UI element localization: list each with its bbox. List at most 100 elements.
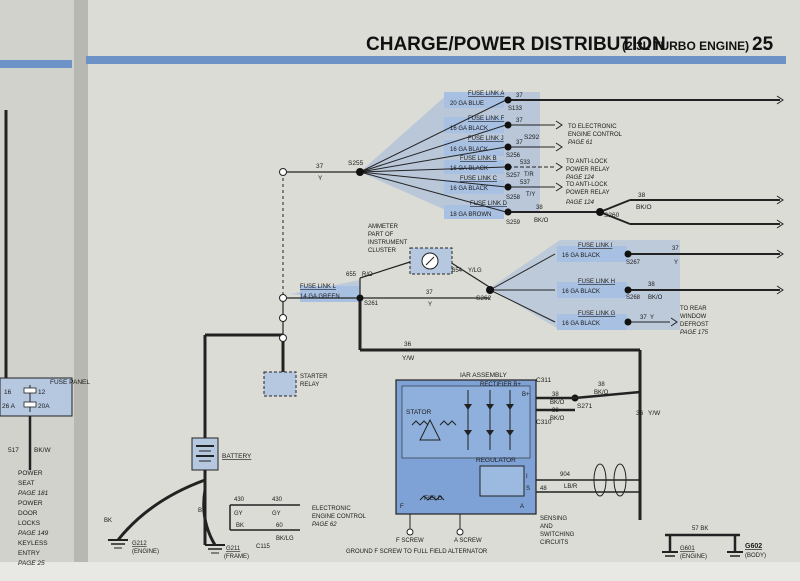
fuse-20a: 20A	[38, 403, 50, 410]
svg-text:37: 37	[426, 290, 433, 296]
fuse-panel-box	[0, 377, 73, 417]
svg-text:PART OF: PART OF	[368, 232, 394, 238]
wire-517-color: BK/W	[34, 447, 51, 454]
svg-text:37: 37	[316, 163, 324, 170]
svg-text:G602: G602	[745, 543, 762, 550]
svg-text:REGULATOR: REGULATOR	[476, 457, 516, 464]
svg-text:F SCREW: F SCREW	[396, 538, 424, 544]
splice-s260	[596, 208, 604, 216]
svg-text:S257: S257	[506, 173, 521, 179]
page-bottom-edge	[0, 562, 800, 581]
svg-text:(BODY): (BODY)	[745, 553, 766, 559]
svg-text:537: 537	[520, 180, 531, 186]
svg-text:INSTRUMENT: INSTRUMENT	[368, 240, 408, 246]
svg-text:BK/O: BK/O	[550, 416, 565, 422]
svg-text:IAR ASSEMBLY: IAR ASSEMBLY	[460, 372, 508, 379]
svg-text:16 GA BLACK: 16 GA BLACK	[562, 253, 600, 259]
svg-text:G211: G211	[226, 546, 241, 552]
svg-text:FUSE LINK H: FUSE LINK H	[578, 279, 615, 285]
svg-text:FUSE LINK F: FUSE LINK F	[468, 116, 505, 122]
svg-text:GY: GY	[234, 511, 243, 517]
fuse-link-labels: FUSE LINK A 20 GA BLUE S133 37 FUSE LINK…	[300, 91, 679, 327]
svg-text:TO ANTI-LOCK: TO ANTI-LOCK	[566, 182, 608, 188]
splice-labels: S292 S255 S260 S262 S271 37 Y 38 BK/O	[316, 134, 652, 410]
svg-text:C115: C115	[256, 544, 271, 550]
svg-text:16 GA BLACK: 16 GA BLACK	[450, 126, 488, 132]
svg-text:654: 654	[452, 268, 463, 274]
svg-text:16 GA BLACK: 16 GA BLACK	[450, 147, 488, 153]
svg-text:ENTRY: ENTRY	[18, 550, 41, 557]
svg-text:AND: AND	[540, 524, 553, 530]
svg-text:FUSE LINK B: FUSE LINK B	[460, 156, 497, 162]
svg-text:B+: B+	[522, 392, 530, 398]
svg-text:FUSE LINK J: FUSE LINK J	[468, 136, 504, 142]
svg-text:(ENGINE): (ENGINE)	[132, 549, 159, 555]
svg-text:904: 904	[560, 472, 571, 478]
svg-text:S: S	[526, 486, 530, 492]
svg-text:37: 37	[672, 246, 679, 252]
book-spine	[74, 0, 88, 581]
svg-text:C311: C311	[536, 377, 551, 384]
svg-text:PAGE 181: PAGE 181	[18, 490, 49, 497]
svg-text:S267: S267	[626, 260, 641, 266]
svg-text:60: 60	[276, 523, 283, 529]
svg-text:37: 37	[640, 315, 647, 321]
svg-text:S261: S261	[364, 301, 379, 307]
svg-text:(ENGINE): (ENGINE)	[680, 554, 707, 560]
svg-text:S259: S259	[506, 220, 521, 226]
svg-text:20 GA BLUE: 20 GA BLUE	[450, 101, 484, 107]
svg-text:57 BK: 57 BK	[692, 526, 708, 532]
svg-text:DOOR: DOOR	[18, 510, 38, 517]
svg-text:G212: G212	[132, 541, 147, 547]
svg-text:PAGE 62: PAGE 62	[312, 522, 337, 528]
left-page-wiring	[0, 110, 73, 470]
svg-text:STATOR: STATOR	[406, 409, 432, 416]
svg-text:BK/O: BK/O	[550, 400, 565, 406]
wire-36b: 36	[636, 410, 644, 417]
fuse-panel-label: FUSE PANEL	[50, 379, 90, 386]
header-band	[86, 56, 786, 64]
svg-text:37: 37	[516, 118, 523, 124]
svg-text:430: 430	[272, 497, 283, 503]
page-title: CHARGE/POWER DISTRIBUTION	[366, 34, 666, 55]
svg-text:R/O: R/O	[362, 272, 373, 278]
svg-text:PAGE 149: PAGE 149	[18, 530, 49, 537]
svg-text:PAGE 124: PAGE 124	[566, 200, 595, 206]
svg-text:S292: S292	[524, 134, 540, 141]
page-number: 25	[752, 34, 774, 55]
svg-text:533: 533	[520, 160, 531, 166]
svg-text:BK/O: BK/O	[594, 390, 609, 396]
battery-symbol	[191, 437, 219, 471]
svg-text:SWITCHING: SWITCHING	[540, 532, 575, 538]
fuse-16: 16	[4, 389, 12, 396]
svg-text:16 GA BLACK: 16 GA BLACK	[450, 186, 488, 192]
svg-text:PAGE 61: PAGE 61	[568, 140, 593, 146]
svg-text:430: 430	[234, 497, 245, 503]
svg-text:POWER RELAY: POWER RELAY	[566, 190, 610, 196]
svg-text:S262: S262	[476, 295, 492, 302]
svg-text:G601: G601	[680, 546, 695, 552]
svg-text:Y: Y	[650, 315, 654, 321]
svg-text:A SCREW: A SCREW	[454, 538, 482, 544]
svg-text:TO REAR: TO REAR	[680, 306, 707, 312]
svg-text:FUSE LINK A: FUSE LINK A	[468, 91, 504, 97]
svg-text:AMMETER: AMMETER	[368, 224, 399, 230]
svg-text:SENSING: SENSING	[540, 516, 567, 522]
svg-text:RECTIFIER B+: RECTIFIER B+	[480, 382, 521, 388]
ammeter-labels: AMMETER PART OF INSTRUMENT CLUSTER 655 R…	[346, 224, 482, 278]
svg-text:Y: Y	[428, 302, 432, 308]
svg-text:POWER RELAY: POWER RELAY	[566, 167, 610, 173]
svg-text:BK/O: BK/O	[636, 204, 652, 211]
left-page	[0, 0, 84, 581]
svg-text:DEFROST: DEFROST	[680, 322, 709, 328]
svg-text:TO ELECTRONIC: TO ELECTRONIC	[568, 124, 617, 130]
svg-text:14 GA GREEN: 14 GA GREEN	[300, 294, 340, 300]
svg-text:S258: S258	[506, 195, 521, 201]
svg-text:S255: S255	[348, 160, 364, 167]
ground-symbols	[108, 533, 743, 557]
svg-text:I: I	[526, 474, 528, 480]
svg-text:BK: BK	[236, 523, 244, 529]
svg-text:PAGE 124: PAGE 124	[566, 175, 595, 181]
svg-text:FUSE LINK I: FUSE LINK I	[578, 243, 613, 249]
